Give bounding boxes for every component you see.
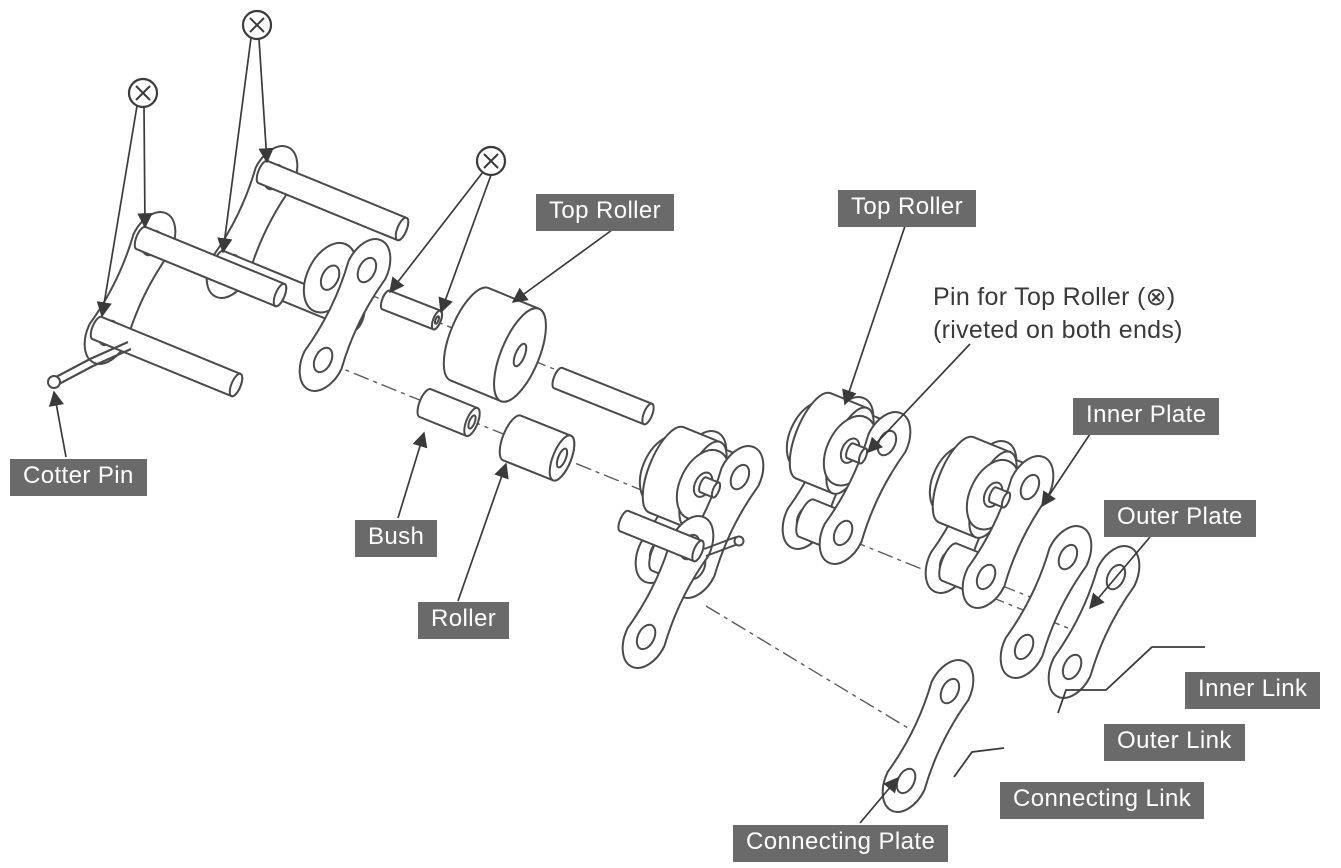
label-inner-plate: Inner Plate xyxy=(1073,398,1220,435)
top-roller-pin-exploded xyxy=(379,289,444,331)
bush-part xyxy=(416,388,481,438)
connecting-pin-with-cotter xyxy=(617,509,745,563)
top-roller-exploded xyxy=(442,286,547,403)
connecting-plate-part xyxy=(873,652,983,819)
pin-link-plate-front xyxy=(75,204,288,398)
pin-marker-symbol xyxy=(475,145,507,177)
label-cotter-pin: Cotter Pin xyxy=(10,459,147,496)
inner-plate-left-eared xyxy=(261,217,400,398)
label-roller: Roller xyxy=(418,602,510,639)
label-connecting-link: Connecting Link xyxy=(1000,782,1205,819)
outer-plate-back xyxy=(991,518,1101,685)
connecting-link-bracket xyxy=(953,747,1005,778)
pin-for-top-roller-note: Pin for Top Roller (⊗) (riveted on both … xyxy=(933,281,1183,346)
label-inner-link: Inner Link xyxy=(1185,672,1321,709)
inner-link-assembled-right xyxy=(887,435,1063,615)
pin-note-line1: Pin for Top Roller (⊗) xyxy=(933,283,1176,311)
label-top-roller-right: Top Roller xyxy=(838,190,977,227)
pin-marker-symbol xyxy=(241,9,273,41)
pin-link-plate-back xyxy=(197,138,410,332)
cotter-pin-part xyxy=(47,340,132,389)
assembled-link-right-of-middle xyxy=(744,391,920,571)
inner-link-bracket xyxy=(1057,646,1205,714)
pin-exploded xyxy=(551,366,655,426)
pin-marker-symbol xyxy=(127,77,159,109)
label-outer-link: Outer Link xyxy=(1104,724,1245,761)
label-outer-plate: Outer Plate xyxy=(1104,500,1256,537)
pin-note-line2: (riveted on both ends) xyxy=(933,315,1183,344)
label-connecting-plate: Connecting Plate xyxy=(733,825,949,862)
roller-part xyxy=(498,414,576,482)
label-bush: Bush xyxy=(355,520,438,557)
label-top-roller-left: Top Roller xyxy=(536,194,675,231)
